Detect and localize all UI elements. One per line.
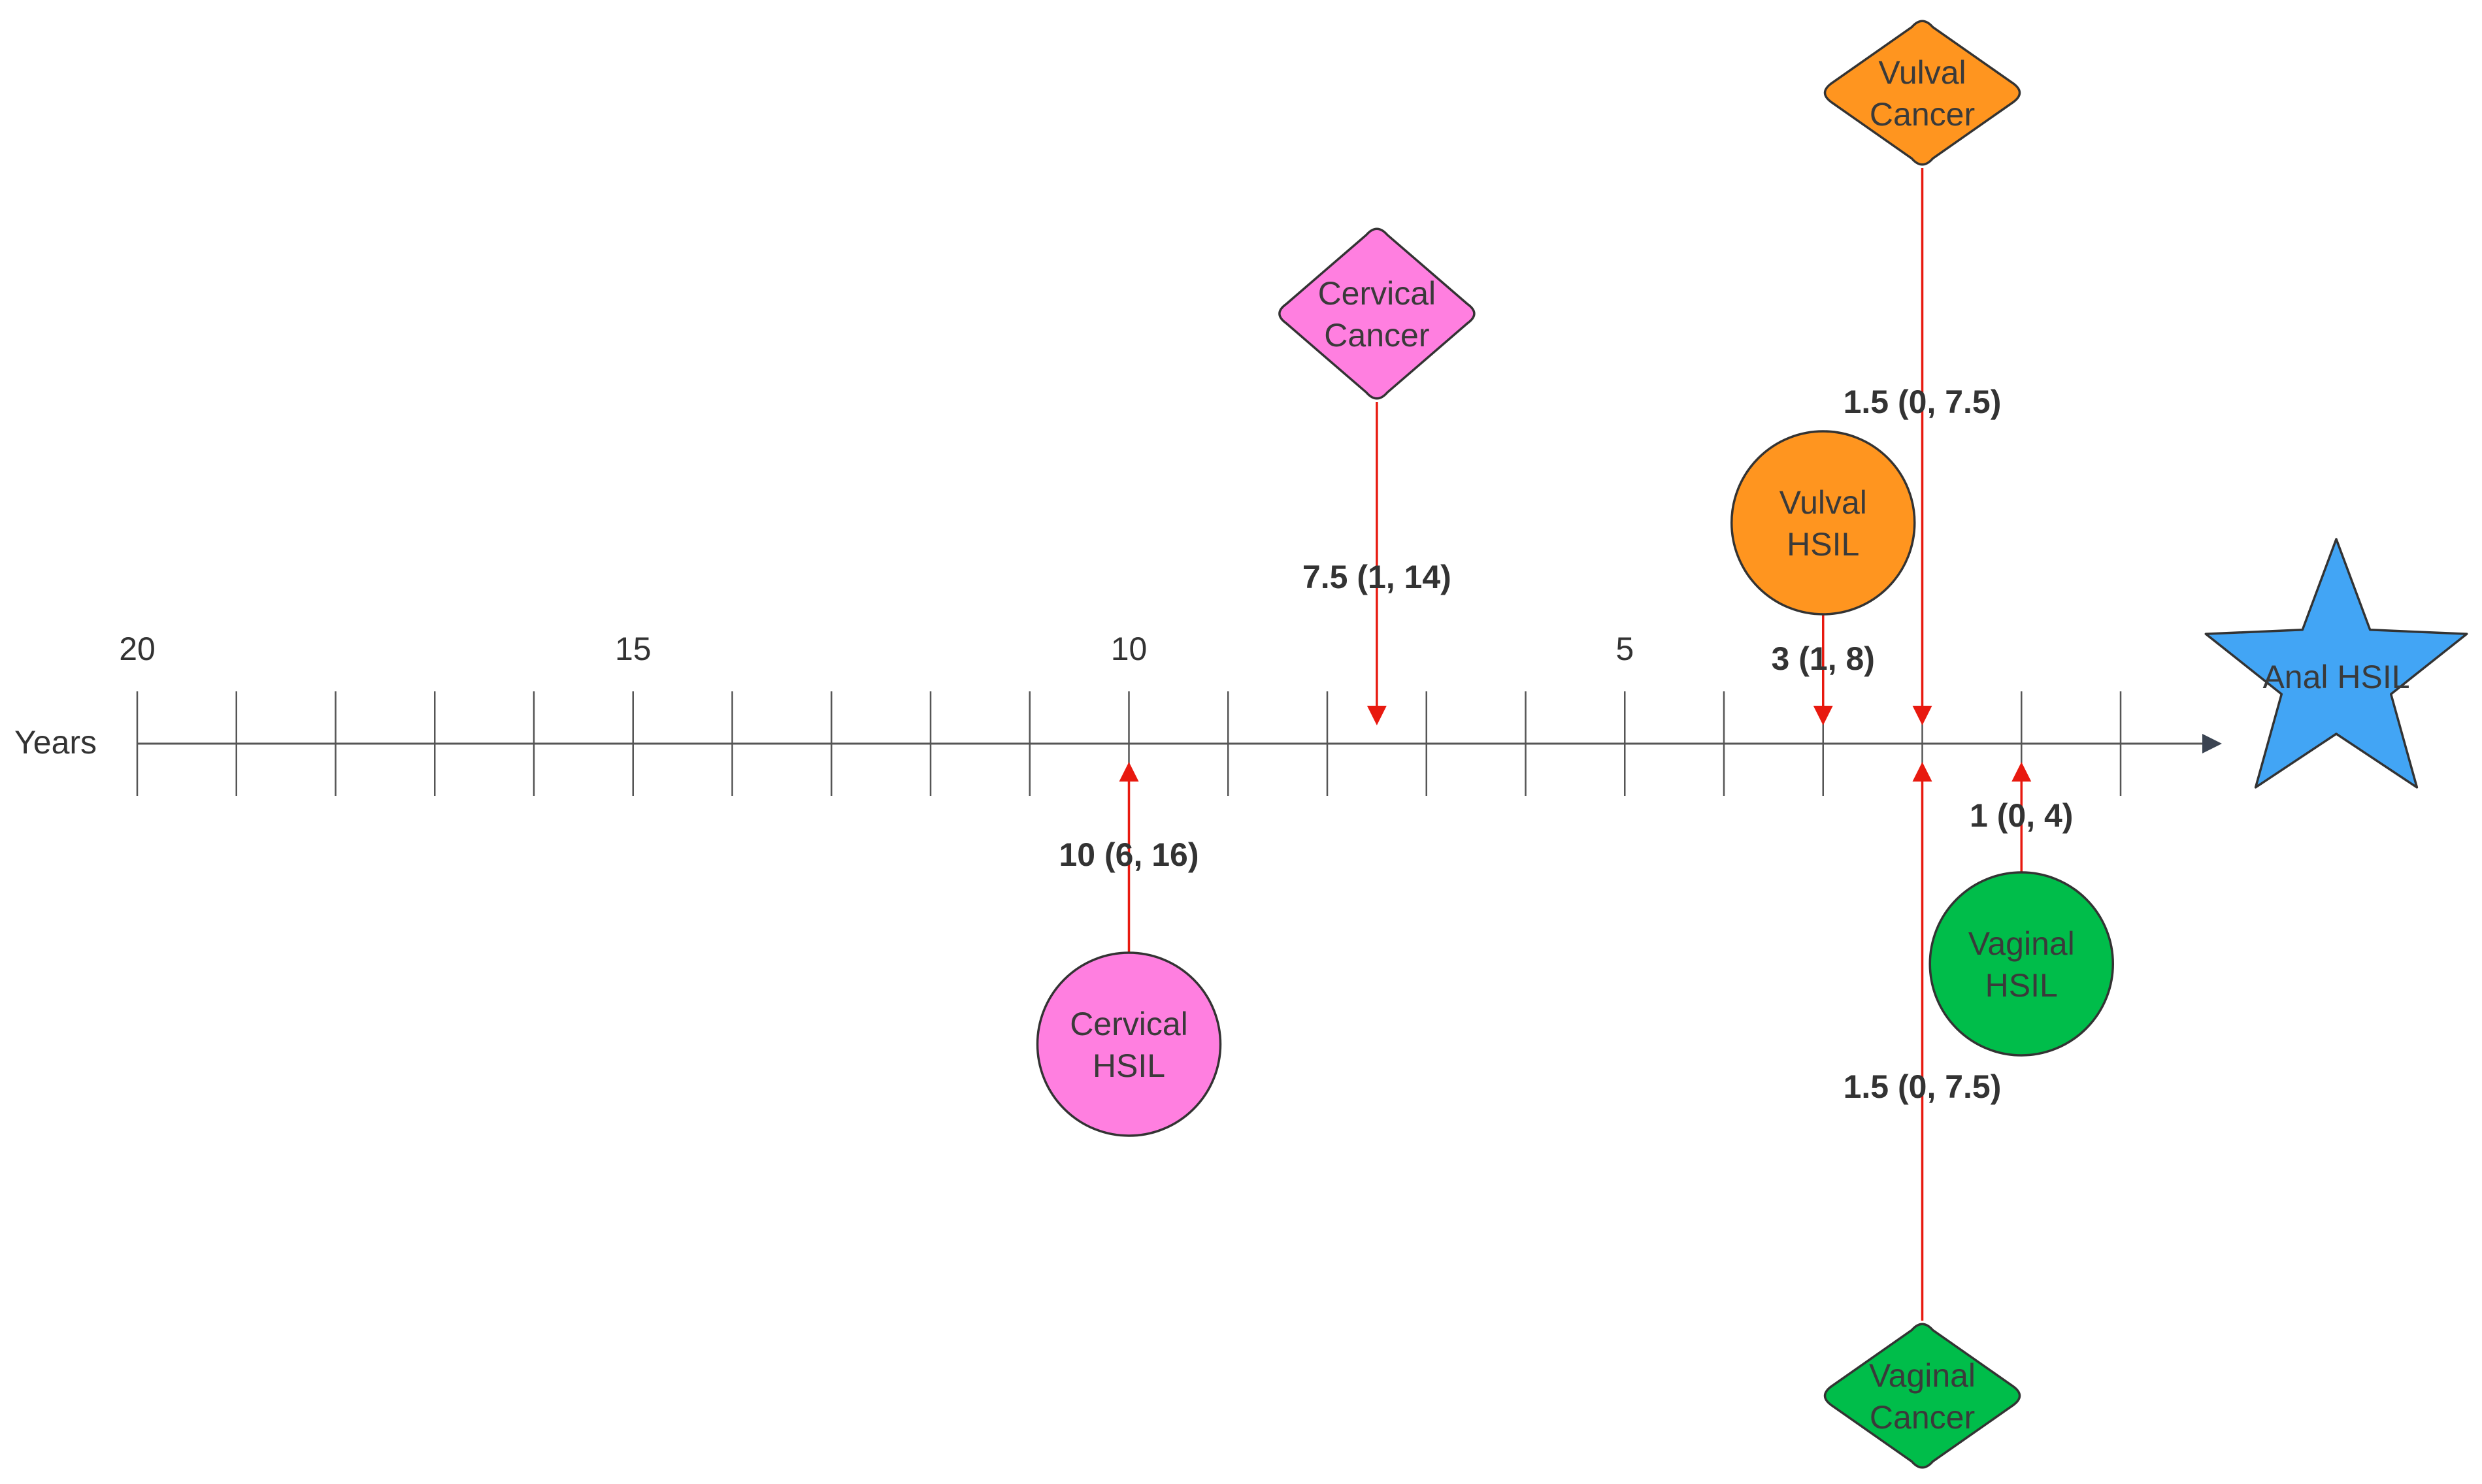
interval-label-group: 10 (6, 16) 7.5 (1, 14) 3 (1, 8) 1.5 (0, 7.5… xyxy=(1059,384,2073,1105)
target-group: Anal HSIL xyxy=(2204,538,2468,789)
tick-label: 15 xyxy=(615,631,652,667)
vulval-cancer-diamond xyxy=(1823,20,2021,166)
cervical-cancer-interval-label: 7.5 (1, 14) xyxy=(1302,559,1451,595)
vulval-hsil-interval-label: 3 (1, 8) xyxy=(1772,640,1875,677)
tick-label: 10 xyxy=(1111,631,1148,667)
vulval-hsil-label-line: Vulval xyxy=(1779,484,1867,521)
shape-group: CervicalHSILCervicalCancerVulvalHSILVulv… xyxy=(1036,20,2114,1469)
cervical-hsil-connector-arrowhead xyxy=(1119,762,1139,782)
vulval-hsil-label-line: HSIL xyxy=(1787,526,1859,563)
connector-group xyxy=(1119,168,2032,1321)
vulval-cancer-connector-arrowhead xyxy=(1912,706,1932,725)
vulval-cancer-interval-label: 1.5 (0, 7.5) xyxy=(1844,384,2002,420)
cervical-hsil-circle xyxy=(1036,951,1222,1137)
vaginal-hsil-circle xyxy=(1928,871,2114,1057)
cervical-cancer-connector-arrowhead xyxy=(1366,706,1387,725)
cervical-hsil-interval-label: 10 (6, 16) xyxy=(1059,836,1199,873)
cervical-hsil-label-line: Cervical xyxy=(1070,1006,1188,1042)
vulval-hsil-connector-arrowhead xyxy=(1813,706,1833,725)
axis-arrowhead xyxy=(2202,734,2222,753)
vaginal-cancer-connector-arrowhead xyxy=(1912,762,1932,782)
vulval-hsil-circle xyxy=(1730,430,1916,616)
axis-title: Years xyxy=(14,724,97,761)
vaginal-cancer-label-line: Cancer xyxy=(1870,1399,1975,1436)
vaginal-hsil-interval-label: 1 (0, 4) xyxy=(1970,797,2073,834)
cervical-cancer-diamond xyxy=(1278,227,1476,400)
cervical-cancer-label-line: Cervical xyxy=(1318,275,1436,312)
tick-label: 20 xyxy=(119,631,156,667)
anal-hsil-star xyxy=(2204,538,2468,789)
cervical-cancer-label-line: Cancer xyxy=(1324,317,1429,354)
cervical-hsil-label-line: HSIL xyxy=(1093,1047,1165,1084)
anal-hsil-label: Anal HSIL xyxy=(2262,659,2409,695)
vaginal-hsil-connector-arrowhead xyxy=(2011,762,2032,782)
vaginal-cancer-label-line: Vaginal xyxy=(1869,1357,1976,1394)
vulval-cancer-label-line: Vulval xyxy=(1878,54,1966,91)
vaginal-cancer-diamond xyxy=(1823,1323,2021,1469)
vulval-cancer-label-line: Cancer xyxy=(1870,96,1975,133)
vaginal-hsil-label-line: Vaginal xyxy=(1968,925,2075,962)
vaginal-cancer-interval-label: 1.5 (0, 7.5) xyxy=(1844,1068,2002,1105)
years-axis: Years 20 15 10 5 xyxy=(14,631,2222,796)
vaginal-hsil-label-line: HSIL xyxy=(1985,967,2058,1004)
tick-label: 5 xyxy=(1615,631,1634,667)
